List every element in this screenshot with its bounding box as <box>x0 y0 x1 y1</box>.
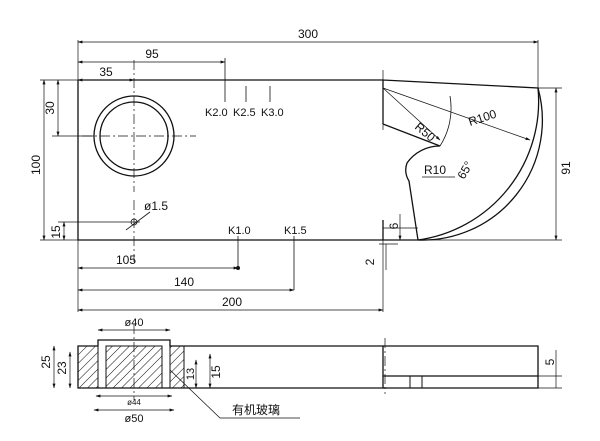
label-k20: K2.0 <box>205 107 228 119</box>
label-r10: R10 <box>424 163 446 177</box>
dim-44: ø44 <box>127 398 141 407</box>
dim-95: 95 <box>145 47 159 61</box>
label-r50: R50 <box>412 120 438 145</box>
r100-leader <box>382 87 531 141</box>
dim-35: 35 <box>99 65 113 79</box>
label-angle-65: 65° <box>454 159 475 182</box>
top-view: 300 95 35 30 100 15 ø1.5 91 105 140 <box>29 27 573 312</box>
dim-91: 91 <box>559 161 573 175</box>
side-view: ø40 ø44 ø50 25 23 13 15 5 有机玻璃 <box>39 317 562 425</box>
dim-300: 300 <box>298 27 318 41</box>
dim-100: 100 <box>29 155 43 175</box>
dim-50: ø50 <box>125 413 144 425</box>
dim-2: 2 <box>363 258 377 265</box>
label-small-hole: ø1.5 <box>144 199 168 213</box>
notch <box>409 375 423 389</box>
hatched-right <box>169 345 185 389</box>
dim-15b: 15 <box>209 365 223 379</box>
dim-5: 5 <box>543 358 557 365</box>
dim-15: 15 <box>49 225 63 239</box>
arc-r100 <box>417 87 540 241</box>
small-hole-leader <box>125 211 151 231</box>
label-k15: K1.5 <box>284 225 307 237</box>
label-k25: K2.5 <box>233 107 256 119</box>
block-outline <box>77 79 543 241</box>
dim-200: 200 <box>222 295 242 309</box>
section-right-part <box>383 345 539 389</box>
label-k30: K3.0 <box>261 107 284 119</box>
label-material: 有机玻璃 <box>232 403 280 417</box>
arc-r50 <box>439 95 452 147</box>
r50-leader <box>382 87 441 141</box>
dim-13: 13 <box>185 368 197 380</box>
material-leader <box>169 369 300 419</box>
dim-140: 140 <box>174 275 194 289</box>
dim-40: ø40 <box>125 317 144 329</box>
dim-6: 6 <box>387 222 401 229</box>
dim-30: 30 <box>43 101 57 115</box>
hatched-left <box>77 345 99 389</box>
dim-23: 23 <box>55 361 69 375</box>
dim-105: 105 <box>116 253 136 267</box>
label-k10: K1.0 <box>228 225 251 237</box>
dim-25: 25 <box>39 355 53 369</box>
label-r100: R100 <box>467 107 499 129</box>
